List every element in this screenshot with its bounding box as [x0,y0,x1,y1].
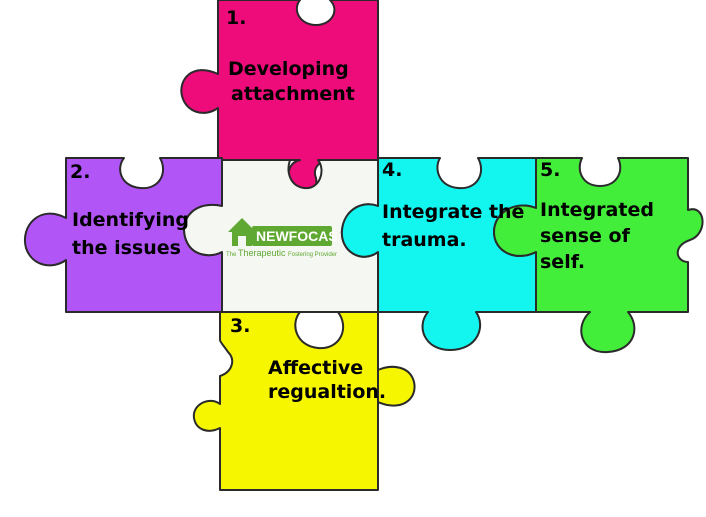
piece-3-line1: Affective [268,357,363,379]
puzzle-piece-3 [192,311,416,491]
piece-1-number: 1. [226,7,246,29]
piece-5-line1: Integrated [540,199,654,221]
puzzle-piece-5 [493,157,704,354]
piece-3-number: 3. [230,315,250,337]
piece-2-line2: the issues [72,237,181,259]
piece-5-line3: self. [540,251,585,273]
piece-1-line2: attachment [231,83,355,105]
piece-3-line2: regualtion. [268,381,386,403]
piece-5-line2: sense of [540,225,631,247]
piece-4-line2: trauma. [382,229,467,251]
logo-emphasis: Therapeutic [238,248,286,258]
piece-4-number: 4. [382,159,402,181]
piece-1-line1: Developing [228,58,349,80]
logo-suffix: Fostering Provider [288,252,337,258]
logo-word-bg [252,226,332,246]
piece-5-number: 5. [540,159,560,181]
house-puzzle-icon [228,218,256,246]
piece-2-line1: Identifying [72,209,189,231]
piece-4-line1: Integrate the [382,201,524,223]
piece-2-number: 2. [70,161,90,183]
newfocas-logo: NEWFOCAS The Therapeutic Fostering Provi… [226,218,338,258]
logo-prefix: The [226,252,237,258]
logo-word: NEWFOCAS [256,228,338,244]
puzzle-piece-4 [340,157,537,351]
